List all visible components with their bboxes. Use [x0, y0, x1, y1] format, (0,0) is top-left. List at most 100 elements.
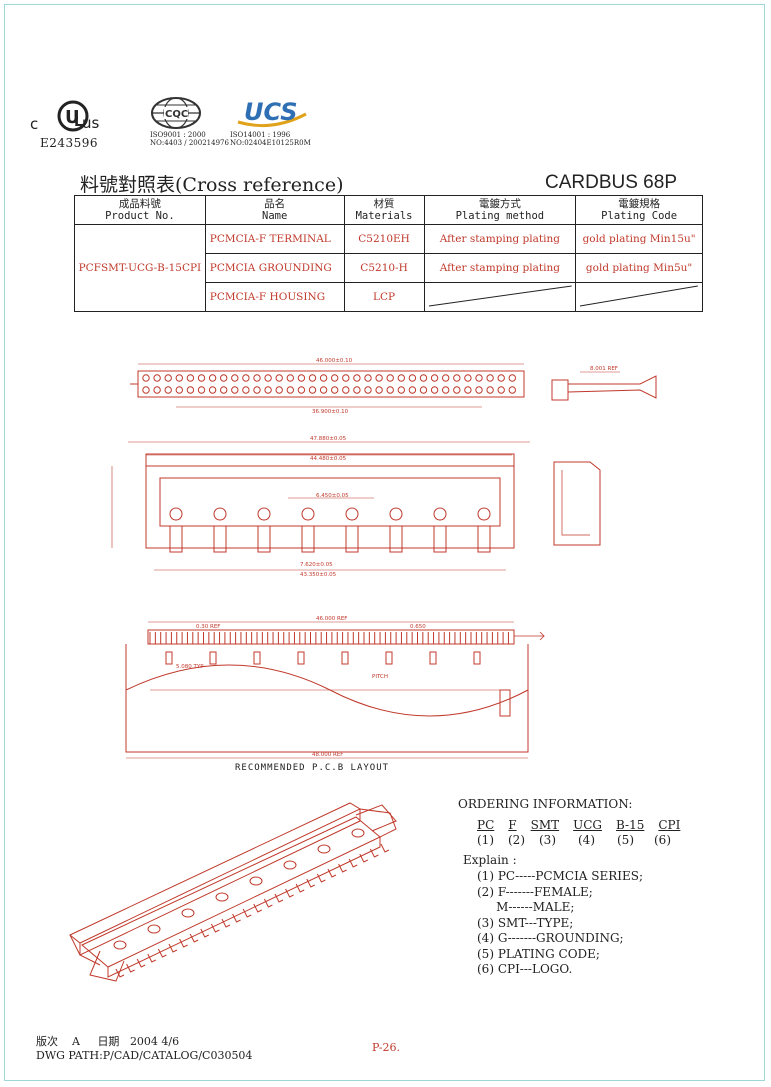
ul-file-number: E243596 — [40, 136, 99, 150]
isometric-pin — [338, 863, 347, 873]
top-pin-hole — [186, 386, 195, 394]
top-pin-hole — [186, 374, 195, 382]
top-pin-hole — [386, 374, 394, 382]
svg-text:UCS: UCS — [244, 98, 298, 126]
cqc-globe-icon: CQC — [151, 97, 201, 129]
front-pitch-label: 7.620±0.05 — [300, 562, 333, 568]
code-ucg: UCG — [573, 818, 602, 832]
top-pin-hole — [508, 374, 516, 382]
top-pin-hole — [331, 386, 339, 394]
date-label: 日期 — [97, 1035, 120, 1048]
row-material: C5210-H — [343, 253, 425, 283]
top-pin-hole — [353, 386, 361, 394]
ul-c-mark: c — [30, 115, 39, 133]
top-pin-hole — [175, 386, 184, 394]
top-pin-hole — [364, 386, 372, 394]
technical-drawing: 46.000±0.10 36.900±0.10 8.001 REF 47.880… — [111, 358, 657, 759]
explain-item: (5) PLATING CODE; — [477, 946, 600, 961]
top-pin-hole — [231, 386, 239, 394]
top-width-label: 46.000±0.10 — [316, 358, 353, 364]
isometric-pin — [200, 928, 210, 938]
top-pin-hole — [197, 374, 206, 382]
top-pin-hole — [430, 386, 439, 394]
front-width-label: 47.880±0.05 — [310, 436, 347, 442]
top-pin-hole — [175, 374, 184, 382]
isometric-circle — [317, 844, 331, 854]
isometric-pin — [369, 848, 379, 858]
top-pin-hole — [319, 374, 328, 382]
top-pin-hole — [408, 386, 417, 394]
top-pin-hole — [397, 386, 405, 394]
isometric-pin — [189, 933, 199, 943]
top-pin-hole — [442, 386, 450, 394]
top-pin-hole — [508, 386, 516, 394]
isometric-pin — [232, 913, 241, 923]
top-pin-hole — [275, 374, 283, 382]
pcb-pad — [253, 651, 261, 665]
isometric-pin — [221, 918, 231, 928]
row-method-empty — [423, 282, 577, 312]
top-pitch-label: 36.900±0.10 — [312, 409, 349, 415]
top-pin-hole — [453, 386, 461, 394]
top-pin-hole — [220, 374, 228, 382]
product-number-cell: PCFSMT-UCG-B-15CPI — [74, 224, 206, 312]
top-pin-hole — [442, 374, 450, 382]
top-pin-hole — [464, 374, 472, 382]
code-b15: B-15 — [616, 818, 645, 832]
row-material: C5210EH — [343, 224, 425, 254]
top-pin-hole — [253, 386, 261, 394]
pcb-pitch-label: 0.30 REF — [196, 624, 220, 630]
code-f: F — [508, 818, 517, 832]
top-pin-hole — [231, 374, 239, 382]
isometric-pin — [263, 898, 273, 908]
top-pin-hole — [375, 374, 383, 382]
isometric-pin — [253, 903, 263, 913]
explain-item: (1) PC-----PCMCIA SERIES; — [477, 869, 644, 883]
isometric-pin — [295, 883, 305, 893]
pcb-pad — [341, 651, 349, 665]
svg-text:CQC: CQC — [165, 109, 188, 120]
row-material: LCP — [343, 282, 425, 312]
top-pin-hole — [142, 386, 150, 394]
top-pin-hole — [475, 386, 483, 394]
isometric-pin — [136, 958, 146, 968]
explain-item: (4) G-------GROUNDING; — [477, 931, 624, 945]
date-value: 2004 4/6 — [129, 1035, 180, 1048]
pcb-width-label: 46.000 REF — [316, 616, 347, 622]
pcb-pad — [429, 651, 437, 665]
row-name: PCMCIA-F TERMINAL — [204, 224, 345, 254]
page-border — [4, 4, 765, 1081]
isometric-pin — [316, 873, 326, 883]
front-view-circle — [477, 507, 491, 521]
explain-item: M------MALE; — [477, 900, 575, 914]
top-pin-hole — [242, 386, 250, 394]
ul-us-mark: us — [82, 114, 100, 132]
front-view-tooth — [389, 526, 403, 553]
code-smt: SMT — [530, 818, 560, 832]
top-pin-hole — [486, 374, 494, 382]
top-pin-hole — [286, 386, 294, 394]
isometric-pin — [274, 893, 284, 903]
top-pin-hole — [486, 386, 494, 394]
top-pin-hole — [353, 374, 361, 382]
row-method: After stamping plating — [423, 224, 577, 254]
row-code: gold plating Min5u" — [575, 253, 703, 283]
ucs-logo-icon: UCS — [237, 98, 307, 128]
explain-label: Explain : — [463, 853, 517, 867]
front-view-tooth — [345, 526, 359, 553]
table-row: PCMCIA GROUNDING C5210-H After stamping … — [75, 253, 703, 283]
row-name: PCMCIA-F HOUSING — [204, 282, 345, 312]
recommended-pcb-label: RECOMMENDED P.C.B LAYOUT — [235, 763, 390, 773]
top-pin-hole — [419, 386, 428, 394]
top-pin-hole — [430, 374, 439, 382]
ul-logo-icon: U L — [57, 100, 89, 132]
top-pin-hole — [142, 374, 150, 382]
front-view-tooth — [169, 526, 183, 553]
top-pin-hole — [208, 386, 217, 394]
ordering-title: ORDERING INFORMATION: — [458, 797, 633, 811]
